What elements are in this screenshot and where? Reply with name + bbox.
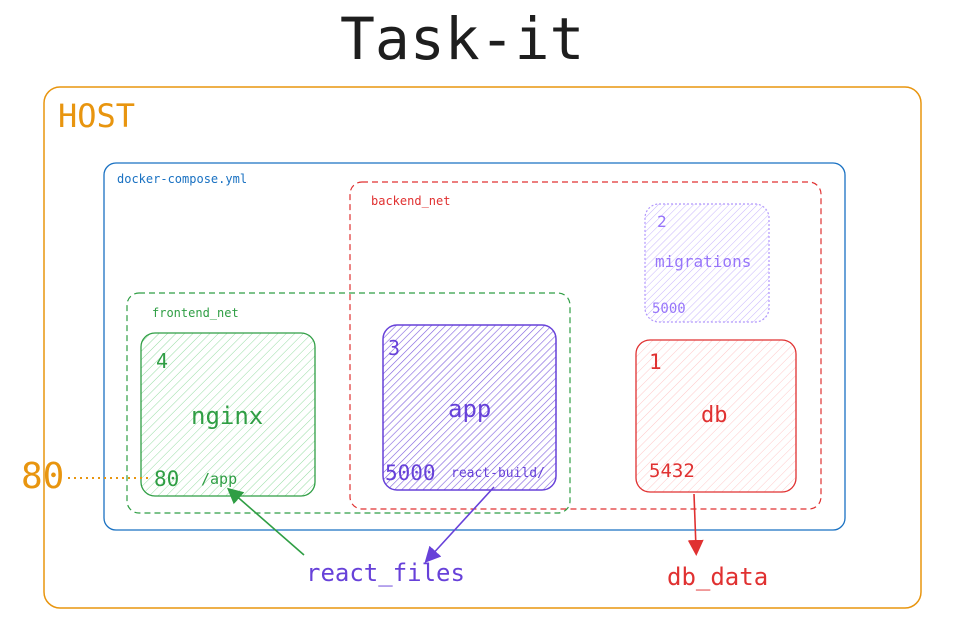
app-to-react-files-arrow [424, 486, 495, 563]
db-data-volume: db_data [667, 563, 769, 591]
app-box [382, 324, 557, 491]
host-frame [43, 86, 922, 609]
host-label: HOST [58, 97, 136, 135]
react-files-volume: react_files [306, 559, 465, 587]
nginx-port: 80 [154, 467, 180, 491]
db-port: 5432 [649, 460, 695, 482]
migrations-order: 2 [657, 212, 667, 231]
migrations-name: migrations [655, 252, 752, 271]
migrations-box [644, 203, 770, 323]
db-name: db [701, 403, 728, 428]
frontend-net-frame [126, 292, 571, 514]
app-order: 3 [388, 336, 401, 360]
diagram-title: Task-it [340, 5, 585, 73]
nginx-mount: /app [201, 470, 238, 488]
backend-net-frame [349, 181, 822, 510]
db-to-db-data-arrow [687, 493, 704, 556]
db-box [635, 339, 797, 493]
compose-label: docker-compose.yml [117, 172, 248, 186]
backend-net-label: backend_net [371, 194, 451, 208]
react-files-to-nginx-arrow [226, 487, 305, 556]
nginx-name: nginx [191, 402, 264, 430]
app-port: 5000 [385, 461, 436, 485]
db-order: 1 [649, 350, 662, 374]
frontend-net-label: frontend_net [152, 306, 239, 320]
compose-frame [103, 162, 846, 531]
nginx-order: 4 [156, 349, 169, 373]
app-mount: react-build/ [451, 466, 545, 481]
migrations-port: 5000 [652, 301, 686, 317]
app-name: app [448, 395, 492, 423]
host-port-label: 80 [21, 456, 65, 497]
